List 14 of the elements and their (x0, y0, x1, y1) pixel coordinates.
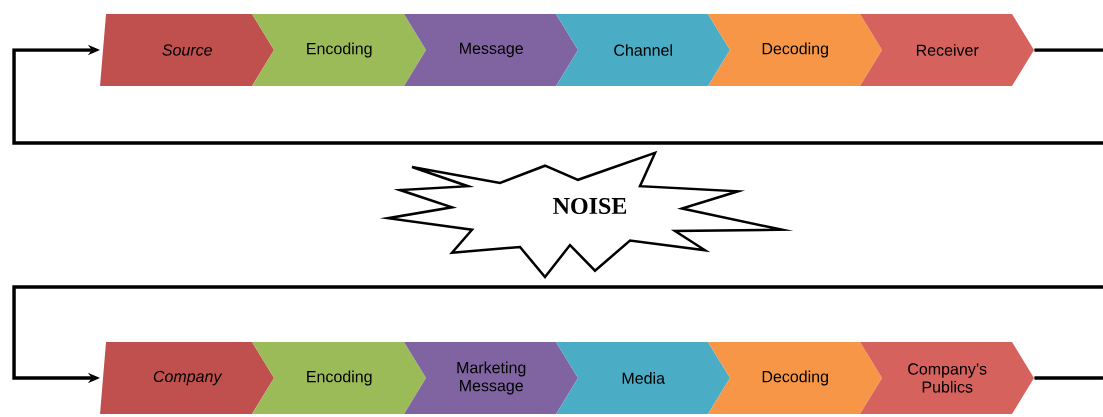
process-step: Encoding (252, 342, 426, 414)
feedback-arrow (12, 44, 1103, 145)
process-step: Encoding (252, 14, 426, 86)
process-step: Company’s Publics (860, 342, 1034, 414)
process-step: Source (100, 14, 274, 86)
process-step: Receiver (860, 14, 1034, 86)
process-step: Channel (556, 14, 730, 86)
process-step: Decoding (708, 14, 882, 86)
process-step: Media (556, 342, 730, 414)
process-step: Marketing Message (404, 342, 578, 414)
process-step: Decoding (708, 342, 882, 414)
process-step: Message (404, 14, 578, 86)
process-step: Company (100, 342, 274, 414)
starburst: NOISE (379, 150, 794, 280)
